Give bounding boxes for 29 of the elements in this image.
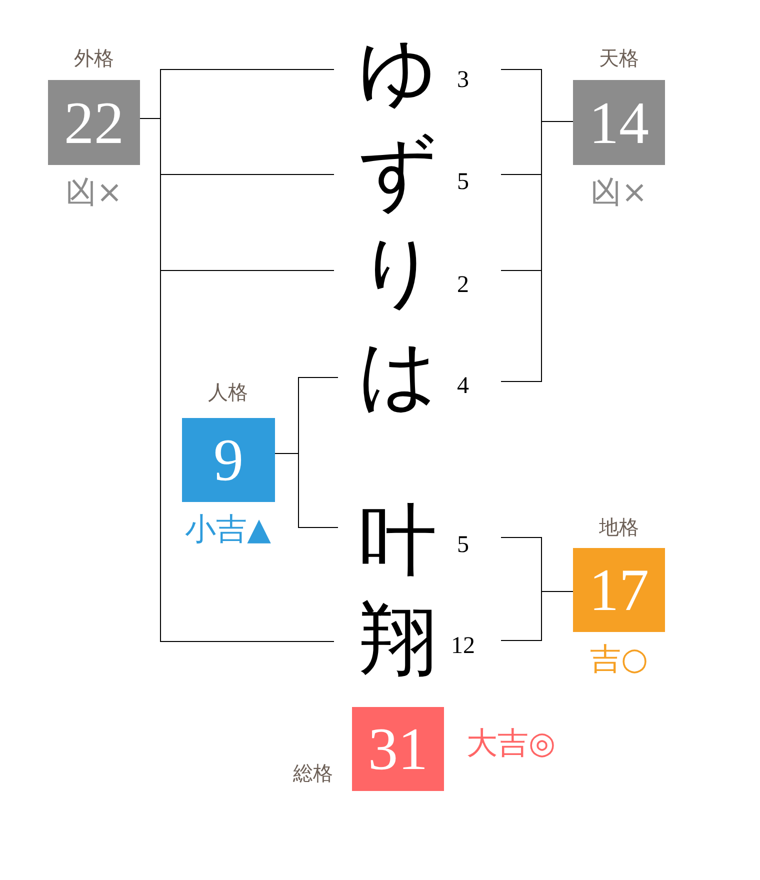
score-box: 22	[48, 80, 140, 165]
category-label: 外格	[74, 48, 114, 68]
name-character: 叶	[359, 502, 437, 580]
category-label: 総格	[293, 763, 333, 783]
stroke-count: 12	[451, 634, 475, 658]
name-character: ゆ	[358, 33, 438, 111]
stroke-count: 5	[457, 533, 469, 557]
category-label: 天格	[599, 48, 639, 68]
fortune-label: 凶×	[66, 178, 122, 208]
fortune-label: 大吉◎	[466, 728, 556, 760]
stroke-count: 4	[457, 374, 469, 398]
name-character: 翔	[359, 601, 437, 679]
score-box: 31	[352, 707, 444, 791]
name-character: は	[358, 336, 438, 414]
fortune-label: 小吉▲	[185, 514, 271, 546]
connector-line	[500, 121, 574, 382]
stroke-count: 3	[457, 68, 469, 92]
category-label: 地格	[599, 517, 639, 537]
connector-line	[500, 591, 574, 641]
name-character: り	[358, 233, 438, 311]
score-box: 9	[182, 418, 275, 502]
fortune-label: 凶×	[590, 178, 648, 208]
score-box: 17	[573, 548, 665, 632]
fortune-label: 吉○	[590, 644, 648, 676]
stroke-count: 5	[457, 170, 469, 194]
category-label: 人格	[208, 382, 248, 402]
score-box: 14	[573, 80, 665, 165]
connector-line	[274, 453, 338, 528]
stroke-count: 2	[457, 273, 469, 297]
